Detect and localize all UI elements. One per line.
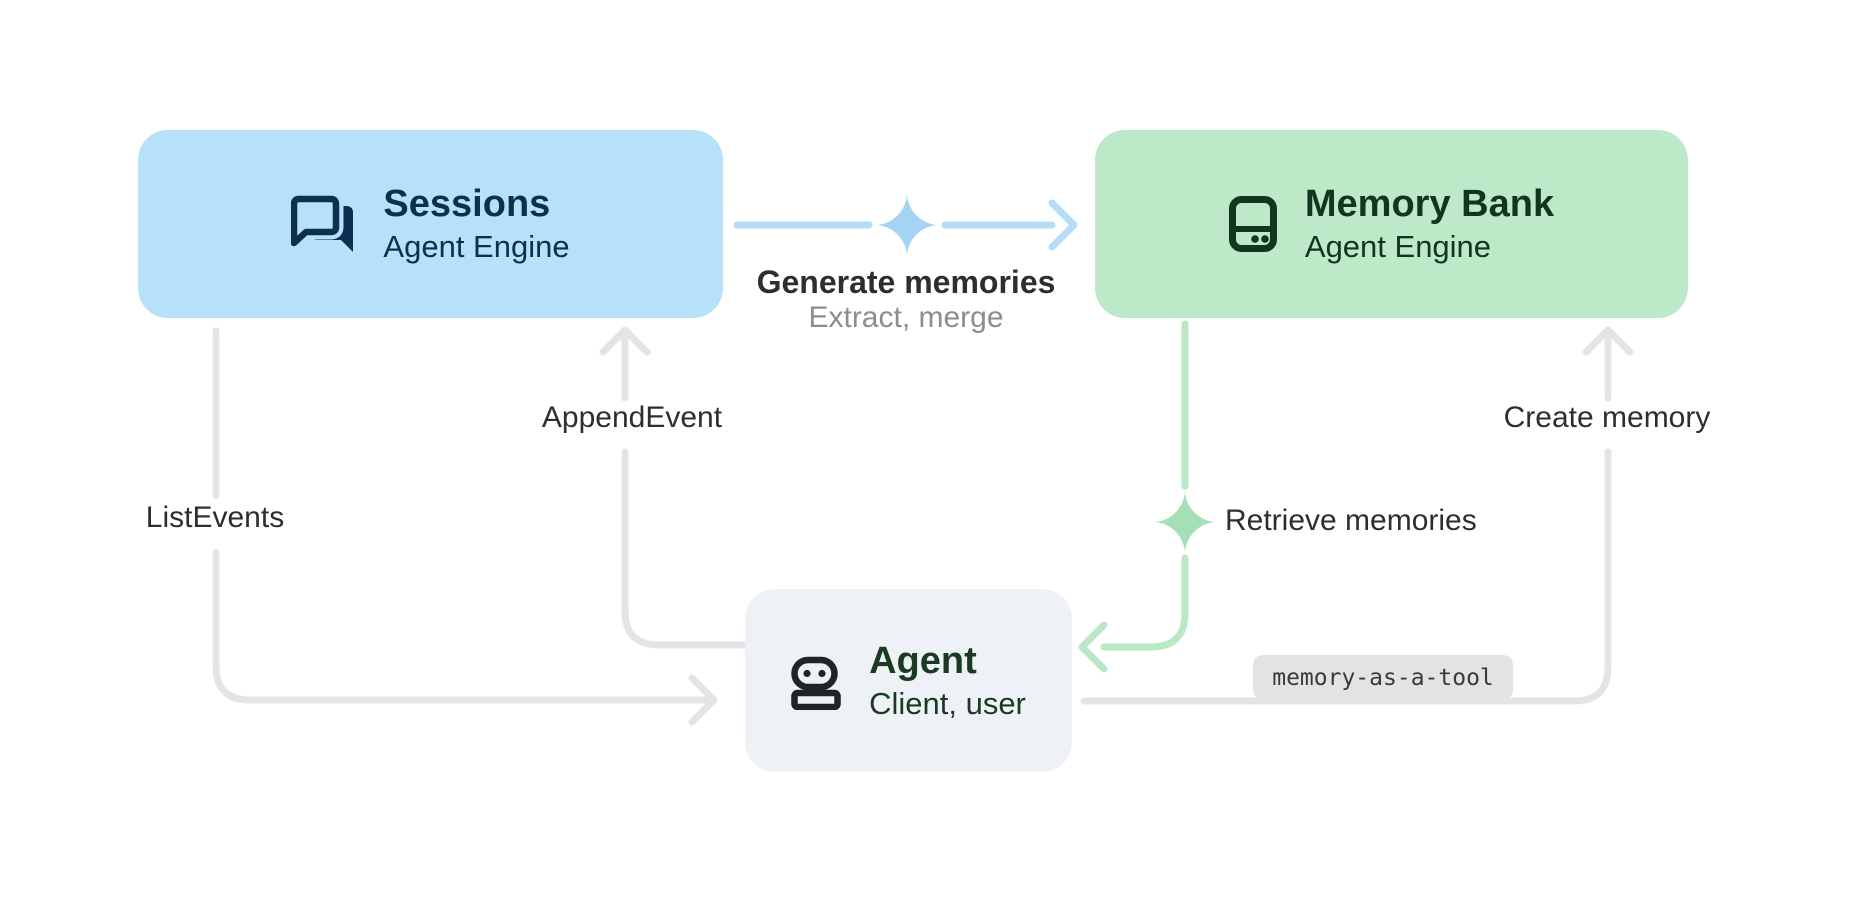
node-subtitle: Agent Engine [383, 229, 570, 264]
node-sessions: Sessions Agent Engine [138, 130, 723, 318]
node-subtitle: Client, user [869, 685, 1026, 721]
badge-label: memory-as-a-tool [1272, 664, 1494, 691]
node-memory-bank: Memory Bank Agent Engine [1095, 130, 1688, 318]
node-title: Memory Bank [1304, 183, 1555, 225]
edge-generate-memories [733, 199, 1078, 251]
chat-bubbles-icon [291, 194, 355, 254]
sparkle-blue-icon [875, 193, 939, 257]
edge-append-event [599, 326, 749, 649]
edge-label-list-events: ListEvents [145, 501, 285, 534]
edge-label-retrieve-memories: Retrieve memories [1225, 504, 1477, 537]
node-title: Agent [869, 639, 977, 682]
edge-label-append-event: AppendEvent [541, 401, 723, 434]
node-subtitle: Agent Engine [1304, 229, 1492, 264]
edge-list-events [212, 327, 718, 726]
edge-create-memory [1080, 326, 1634, 705]
sparkle-green-icon [1153, 490, 1217, 554]
node-title: Sessions [383, 183, 551, 225]
edge-label-create-memory: Create memory [1503, 401, 1711, 434]
robot-icon [791, 652, 841, 710]
node-agent: Agent Client, user [745, 589, 1072, 772]
memory-as-a-tool-badge: memory-as-a-tool [1253, 655, 1513, 700]
storage-icon [1228, 196, 1277, 252]
edge-retrieve-memories [1078, 320, 1189, 673]
edge-label-generate-memories: Generate memories [756, 264, 1056, 300]
edge-sublabel-extract-merge: Extract, merge [808, 301, 1004, 334]
